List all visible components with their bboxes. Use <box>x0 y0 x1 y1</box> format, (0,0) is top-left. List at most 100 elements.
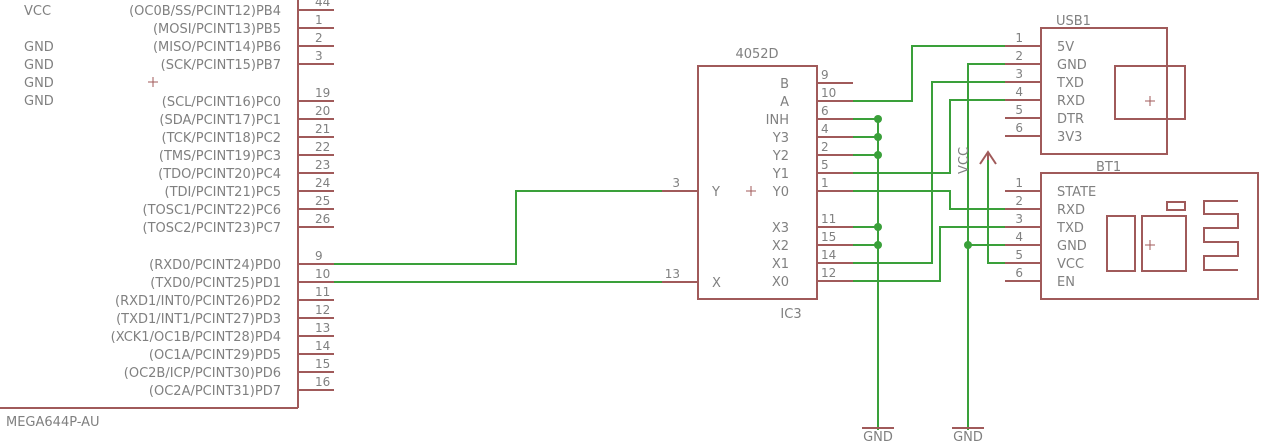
bt-antenna-trace <box>1203 200 1239 271</box>
mux-pin-number: 3 <box>672 176 680 190</box>
bt-pin-number: 4 <box>1015 230 1023 244</box>
mcu-part-name: MEGA644P-AU <box>6 415 100 430</box>
mux-pin-number: 13 <box>665 267 680 281</box>
mux-pin-label: Y1 <box>772 167 789 182</box>
usb-pin-label: TXD <box>1056 76 1084 91</box>
mcu-pin-number: 2 <box>315 31 323 45</box>
mcu-pin-number: 25 <box>315 194 330 208</box>
mcu-pin-number: 23 <box>315 158 330 172</box>
usb-pin-number: 4 <box>1015 85 1023 99</box>
mcu-pin-number: 24 <box>315 176 330 190</box>
nets <box>334 45 1005 430</box>
mcu-pin-number: 11 <box>315 285 330 299</box>
usb-pin-number: 5 <box>1015 103 1023 117</box>
mcu-pin-number: 16 <box>315 375 330 389</box>
bt-pin-number: 3 <box>1015 212 1023 226</box>
bt-pin-label: RXD <box>1057 203 1085 218</box>
vcc-label: VCC <box>957 147 972 174</box>
mux-pin-label: X2 <box>772 239 789 254</box>
net-usb-gnd-bus[interactable] <box>967 63 1005 430</box>
bt-chip-shape <box>1141 215 1187 272</box>
mcu-pin-label: (TXD0/PCINT25)PD1 <box>150 276 281 291</box>
mcu-pin-number: 3 <box>315 49 323 63</box>
bt-part-name: BT1 <box>1096 160 1121 175</box>
mux-pin-number: 9 <box>821 68 829 82</box>
bt-pin-label: GND <box>1057 239 1087 254</box>
usb-pin-label: DTR <box>1057 112 1084 127</box>
bt-pin-label: VCC <box>1057 257 1084 272</box>
mux-value-label: 4052D <box>735 47 778 62</box>
mcu-pin-number: 21 <box>315 122 330 136</box>
usb-body <box>1040 27 1168 155</box>
mcu-power-pin-label: GND <box>24 58 54 73</box>
net-y0-to-bt-rxd[interactable] <box>853 190 1005 210</box>
usb-connector-shape <box>1114 65 1186 120</box>
mcu-pin-label: (TDO/PCINT20)PC4 <box>158 167 281 182</box>
mux-pin-number: 11 <box>821 212 836 226</box>
junction-dot <box>874 115 882 123</box>
usb-pin-label: 3V3 <box>1057 130 1082 145</box>
mcu-pin-label: (TCK/PCINT18)PC2 <box>162 131 281 146</box>
mcu-signal-pins: (OC0B/SS/PCINT12)PB444(MOSI/PCINT13)PB51… <box>111 0 334 399</box>
mcu-pin-number: 26 <box>315 212 330 226</box>
mux-pin-label: X0 <box>772 275 789 290</box>
usb-pin-label: 5V <box>1057 40 1074 55</box>
mcu-pin-number: 44 <box>315 0 330 9</box>
net-mux-a-to-usb-5v[interactable] <box>853 45 1005 102</box>
net-y1-to-usb-rxd[interactable] <box>853 99 1005 174</box>
mcu-pin-label: (OC2A/PCINT31)PD7 <box>149 384 281 399</box>
mux-pin-label: Y3 <box>772 131 789 146</box>
mux-pin-number: 15 <box>821 230 836 244</box>
mcu-pin-label: (TXD1/INT1/PCINT27)PD3 <box>116 312 281 327</box>
mux-pin-number: 5 <box>821 158 829 172</box>
mcu-power-pin-label: VCC <box>24 4 51 19</box>
junction-dots <box>874 115 972 249</box>
mcu-pin-label: (MISO/PCINT14)PB6 <box>153 40 281 55</box>
gnd2-label: GND <box>953 430 983 441</box>
net-vcc-to-bt-vcc[interactable] <box>987 158 1005 264</box>
mcu-power-pin-label: GND <box>24 40 54 55</box>
bt-module-shape <box>1106 215 1136 272</box>
mcu-pin-label: (TDI/PCINT21)PC5 <box>165 185 281 200</box>
bt-body <box>1040 172 1259 300</box>
net-x0-to-bt-txd[interactable] <box>853 226 1005 282</box>
mux-pin-label: Y <box>711 185 720 200</box>
mcu-origin-cross <box>148 77 158 87</box>
mcu-pin-number: 15 <box>315 357 330 371</box>
mcu-pin-number: 20 <box>315 104 330 118</box>
bt-pin-number: 2 <box>1015 194 1023 208</box>
net-mux-gnd-bus[interactable] <box>853 118 879 430</box>
usb-origin-cross <box>1145 96 1155 106</box>
mux-pin-number: 6 <box>821 104 829 118</box>
junction-dot <box>874 223 882 231</box>
net-pd0-to-mux-y[interactable] <box>334 190 662 265</box>
junction-dot <box>874 133 882 141</box>
mux-origin-cross <box>746 186 756 196</box>
mcu-pin-number: 10 <box>315 267 330 281</box>
mcu-pin-number: 22 <box>315 140 330 154</box>
gnd1-label: GND <box>863 430 893 441</box>
mux-pin-label: Y0 <box>772 185 789 200</box>
usb-pin-label: RXD <box>1057 94 1085 109</box>
mcu-pin-label: (TOSC2/PCINT23)PC7 <box>143 221 281 236</box>
gnd2-supply-symbol: GND <box>952 427 984 441</box>
mcu-pin-label: (XCK1/OC1B/PCINT28)PD4 <box>111 330 281 345</box>
mcu-power-pin-label: GND <box>24 94 54 109</box>
mux-pin-label: A <box>780 95 789 110</box>
mux-pin-label: B <box>780 77 789 92</box>
mcu-pin-number: 14 <box>315 339 330 353</box>
bt-pin-label: TXD <box>1056 221 1084 236</box>
mux-pin-label: X3 <box>772 221 789 236</box>
mcu-pin-label: (SCK/PCINT15)PB7 <box>161 58 281 73</box>
mux-pin-label: X1 <box>772 257 789 272</box>
mcu-pin-label: (MOSI/PCINT13)PB5 <box>153 22 281 37</box>
mcu-pin-number: 9 <box>315 249 323 263</box>
junction-dot <box>874 241 882 249</box>
junction-dot <box>874 151 882 159</box>
